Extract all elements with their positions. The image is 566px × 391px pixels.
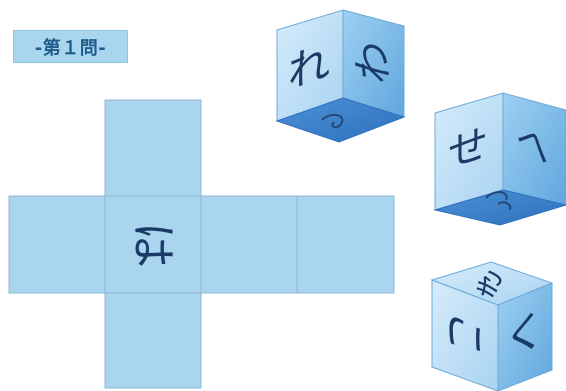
cube-1-bottom-mark — [321, 114, 344, 129]
net-face-far-right — [296, 195, 395, 294]
cube-3-right-face — [497, 282, 553, 391]
net-face-left — [8, 195, 106, 294]
net-face-top — [104, 99, 202, 199]
net-center-glyph: は — [126, 222, 180, 268]
cube-1-bottom-face — [275, 97, 406, 143]
cube-2-bottom-face — [433, 189, 566, 226]
problem-title: -第１問- — [34, 37, 107, 59]
cube-1: れ わ — [275, 9, 406, 143]
cube-2-bottom-mark — [485, 191, 512, 211]
net-face-right — [200, 195, 298, 294]
cube-3: き こ く — [430, 260, 554, 391]
cube-2: せ へ — [433, 92, 566, 226]
problem-title-badge: -第１問- — [13, 30, 128, 63]
net-face-bottom — [104, 292, 202, 389]
cube-net: は — [8, 99, 395, 389]
cube-1-left-glyph: れ — [288, 37, 330, 98]
cube-2-right-face — [502, 92, 566, 206]
cube-2-left-glyph: せ — [448, 119, 488, 178]
cube-3-left-face — [431, 279, 499, 391]
